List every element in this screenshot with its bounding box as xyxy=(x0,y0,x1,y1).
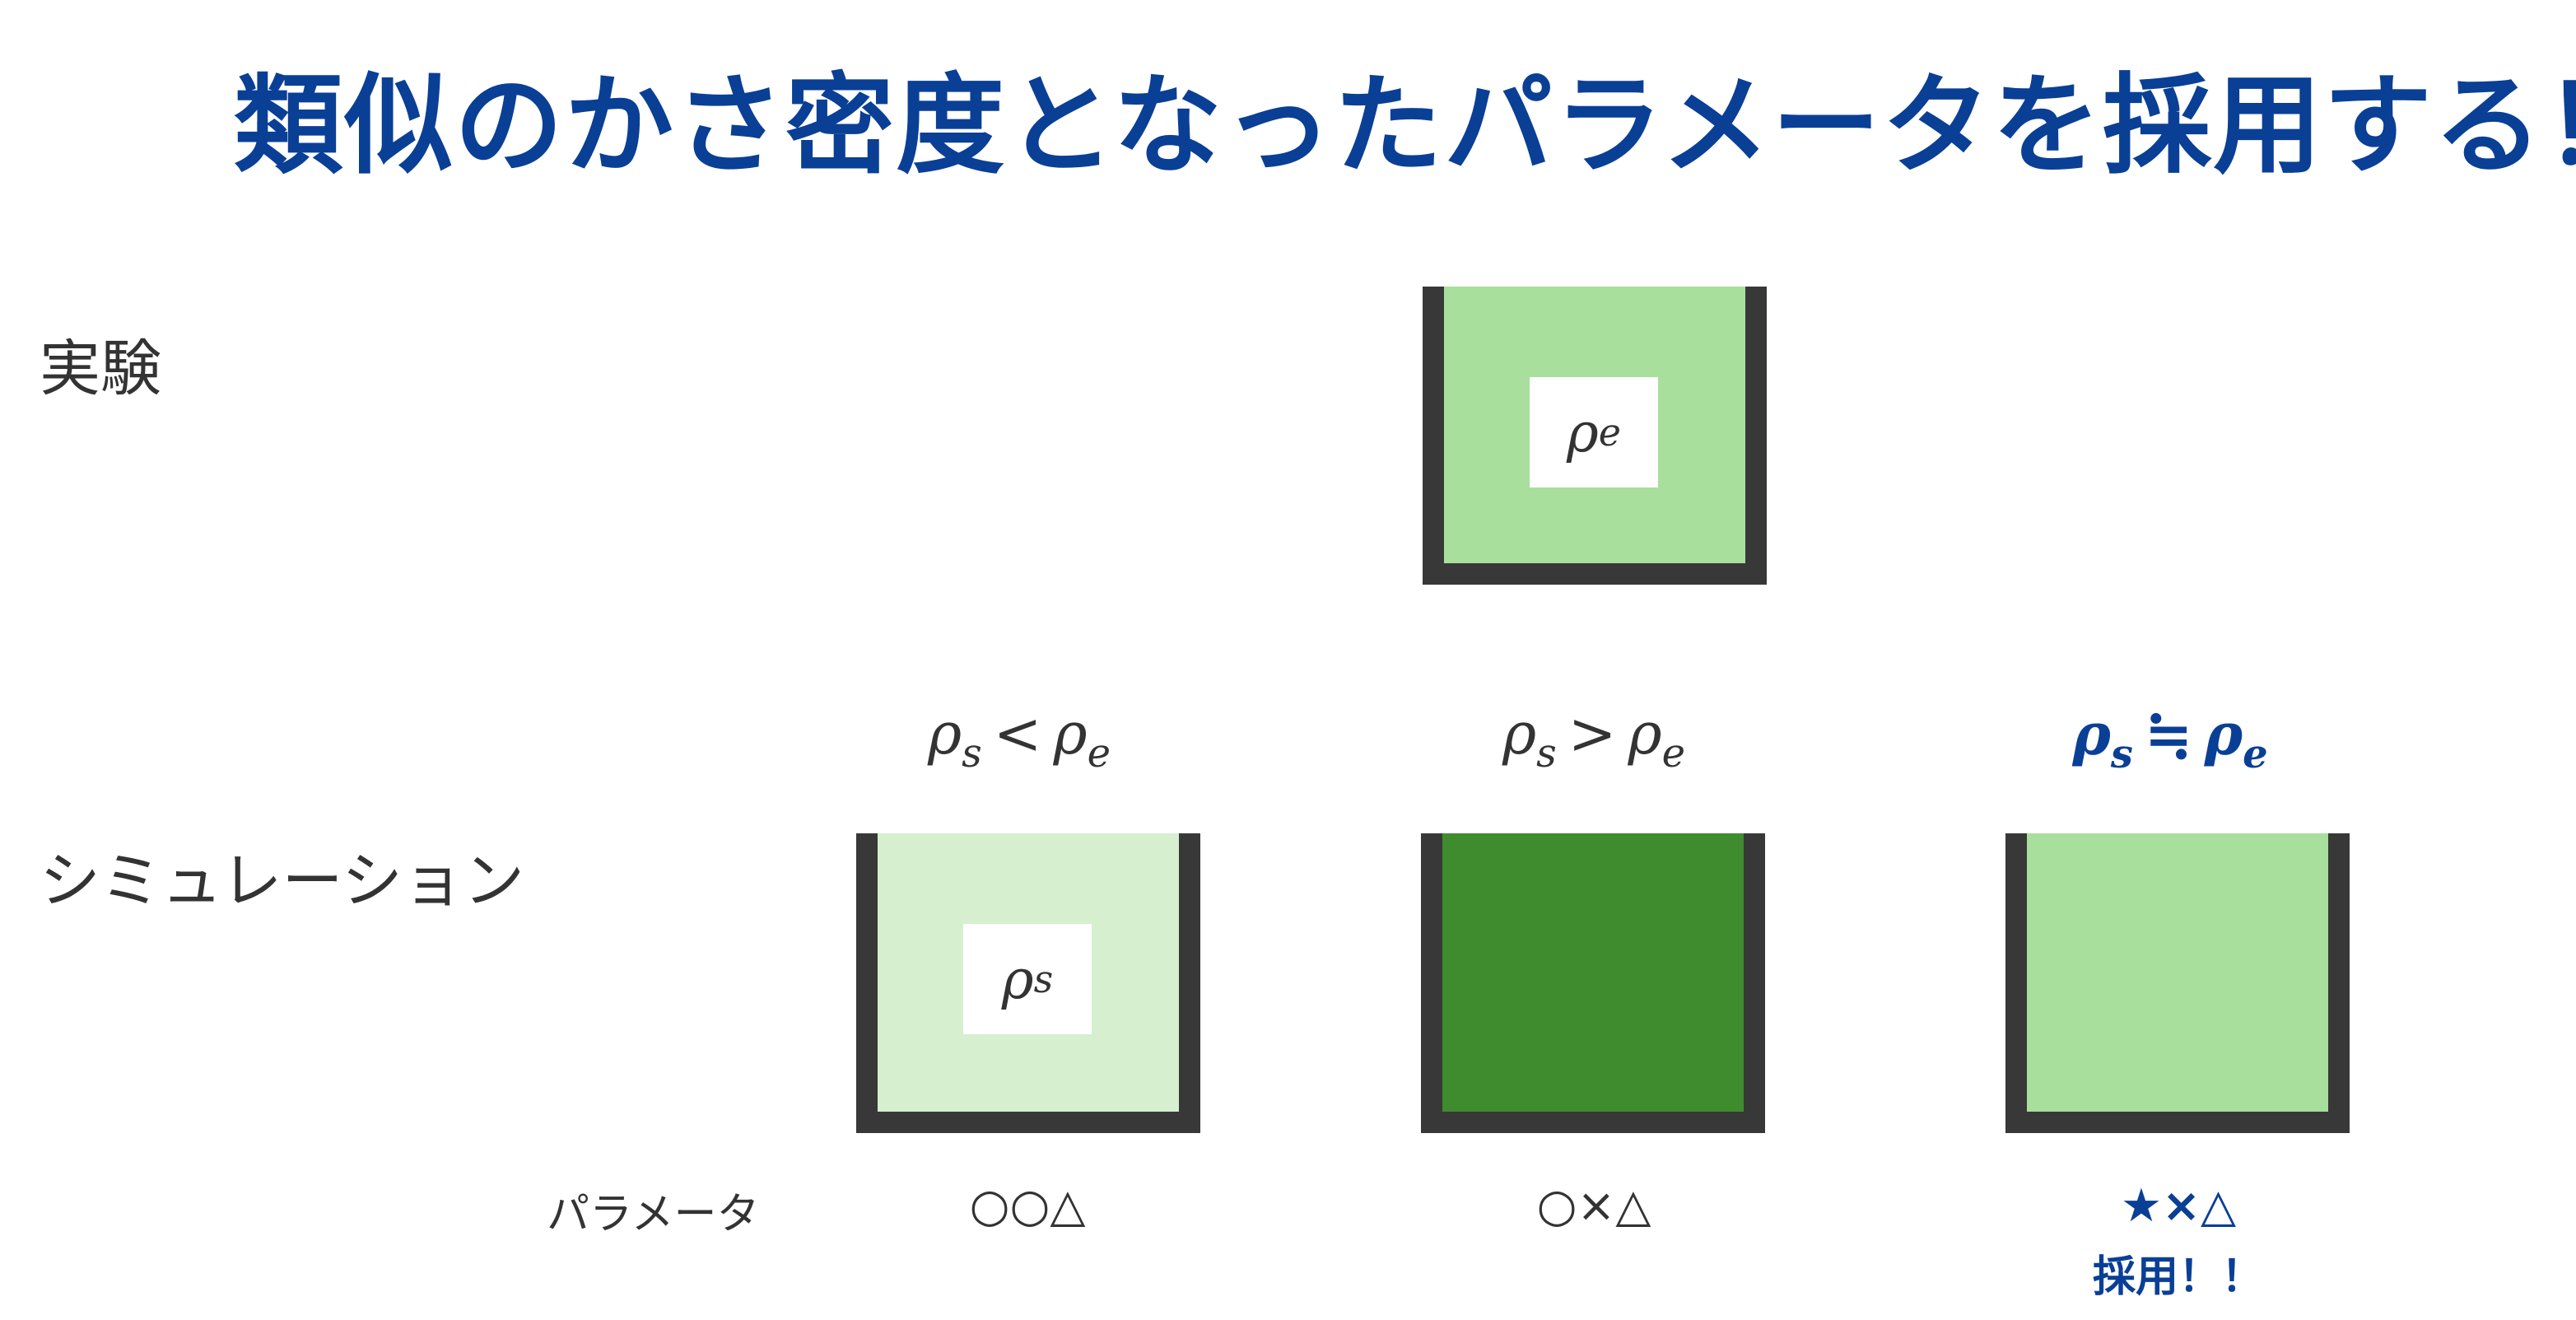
simulation-container-match xyxy=(2005,833,2350,1133)
relation-greater-than: ρs>ρe xyxy=(1502,700,1685,777)
density-subscript: s xyxy=(1033,957,1054,1001)
parameter-label: パラメータ xyxy=(547,1190,760,1239)
parameter-value-2: ○×△ xyxy=(1536,1179,1651,1233)
page-title: 類似のかさ密度となったパラメータを採用する！ xyxy=(234,63,2576,189)
simulation-row-label: シミュレーション xyxy=(40,846,525,917)
relation-less-than: ρs<ρe xyxy=(927,700,1111,777)
simulation-container-high xyxy=(1421,833,1765,1133)
adopted-note: 採用！！ xyxy=(2092,1252,2264,1302)
parameter-value-1: ○○△ xyxy=(969,1179,1086,1233)
density-symbol: ρ xyxy=(1566,400,1599,464)
density-symbol: ρ xyxy=(1001,947,1034,1011)
parameter-value-3: ★×△ xyxy=(2120,1179,2237,1233)
density-subscript: e xyxy=(1598,410,1622,455)
experiment-row-label: 実験 xyxy=(40,333,161,404)
relation-approximately-equal: ρs≒ρe xyxy=(2072,700,2268,777)
